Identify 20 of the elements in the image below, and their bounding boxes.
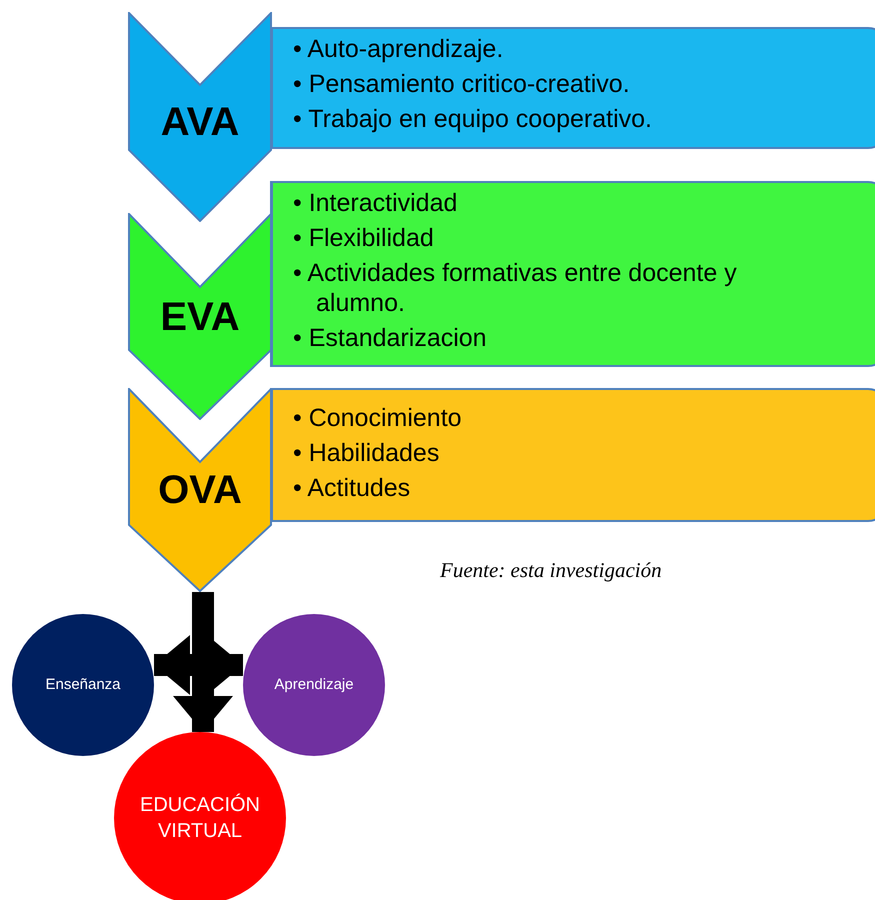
bullet-item: • Conocimiento [293,403,463,433]
bullet-item: • Auto-aprendizaje. [293,34,504,64]
chevron-label: OVA [157,468,243,513]
bullet-item: • Trabajo en equipo cooperativo. [293,104,653,134]
list-box [270,388,875,522]
bullet-item: • Interactividad [293,188,458,218]
circle-label: Enseñanza [44,675,122,695]
list-box [270,181,875,367]
circle-label: Aprendizaje [273,675,355,695]
circle-label: EDUCACIÓN VIRTUAL [138,792,261,844]
bullet-item: • Flexibilidad [293,223,435,253]
chevron-label: AVA [160,100,240,145]
bullet-item: • Actividades formativas entre docente y alumno. [293,258,738,318]
bullet-item: • Habilidades [293,438,440,468]
bullet-item: • Actitudes [293,473,412,503]
bullet-item: • Pensamiento critico-creativo. [293,69,631,99]
caption: Fuente: esta investigación [440,558,662,583]
chevron-label: EVA [159,295,241,340]
bullet-item: • Estandarizacion [293,323,488,353]
list-box [270,27,875,149]
